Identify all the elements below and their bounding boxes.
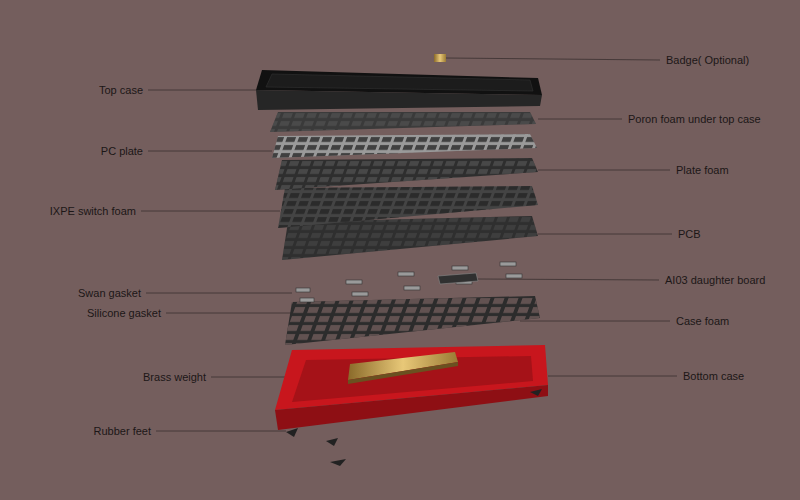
part-label: Case foam bbox=[676, 315, 729, 328]
part-label: Badge( Optional) bbox=[666, 54, 749, 67]
part-label: Top case bbox=[99, 84, 143, 97]
part-label: Brass weight bbox=[143, 371, 206, 384]
part-label: PC plate bbox=[101, 145, 143, 158]
part-label: Poron foam under top case bbox=[628, 113, 761, 126]
part-label: Rubber feet bbox=[94, 425, 151, 438]
part-label: Plate foam bbox=[676, 164, 729, 177]
part-label: Silicone gasket bbox=[87, 307, 161, 320]
leader-lines bbox=[141, 58, 677, 431]
part-label: PCB bbox=[678, 228, 701, 241]
part-label: Bottom case bbox=[683, 370, 744, 383]
part-label: IXPE switch foam bbox=[50, 205, 136, 218]
part-label: Swan gasket bbox=[78, 287, 141, 300]
part-label: AI03 daughter board bbox=[665, 274, 765, 287]
